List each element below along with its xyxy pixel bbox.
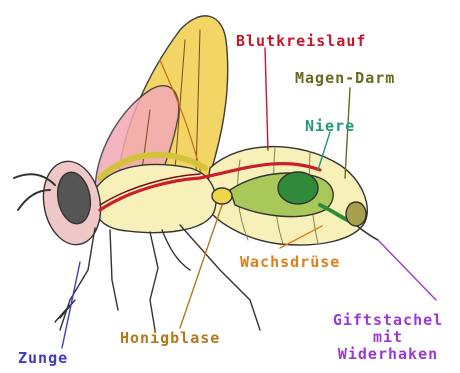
label-niere: Niere	[305, 118, 355, 135]
label-giftstachel-line-3: Widerhaken	[318, 346, 458, 363]
label-honigblase: Honigblase	[120, 330, 220, 347]
label-wachsdruese: Wachsdrüse	[240, 254, 340, 271]
hindleg	[180, 225, 260, 330]
label-magen-darm: Magen-Darm	[295, 70, 395, 87]
label-blutkreislauf: Blutkreislauf	[236, 33, 366, 50]
midleg	[150, 232, 158, 330]
label-giftstachel: Giftstachel mit Widerhaken	[318, 312, 458, 363]
label-giftstachel-line-2: mit	[318, 329, 458, 346]
label-giftstachel-line-1: Giftstachel	[318, 312, 458, 329]
honey-stomach	[212, 188, 232, 204]
label-zunge: Zunge	[18, 350, 68, 367]
